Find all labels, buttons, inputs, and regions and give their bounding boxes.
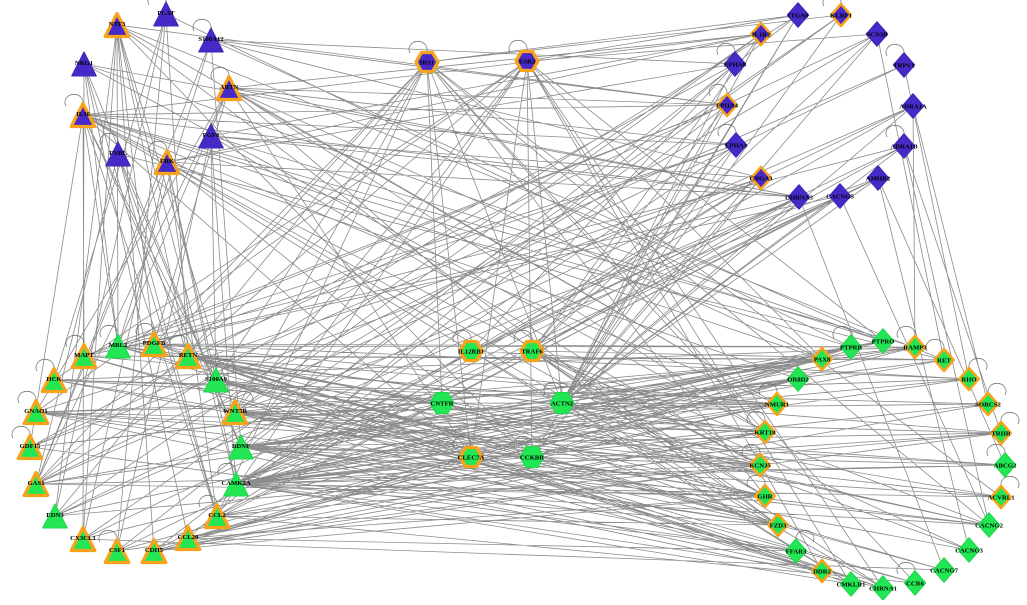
svg-text:PAX8: PAX8	[814, 356, 831, 363]
svg-text:CACNG2: CACNG2	[975, 522, 1004, 529]
svg-text:TRHR: TRHR	[991, 430, 1010, 437]
svg-text:EPHA8: EPHA8	[724, 61, 747, 68]
svg-text:EPHA4: EPHA4	[716, 102, 739, 109]
svg-text:MAPT: MAPT	[74, 352, 94, 359]
svg-text:CNTFR: CNTFR	[430, 400, 453, 407]
svg-text:PLAT: PLAT	[157, 10, 175, 17]
svg-text:CDH5: CDH5	[145, 547, 164, 554]
svg-text:AMHR2: AMHR2	[866, 175, 891, 182]
svg-text:MBL2: MBL2	[109, 342, 128, 349]
svg-text:CNGA3: CNGA3	[749, 175, 773, 182]
svg-text:DDR2: DDR2	[813, 568, 831, 575]
svg-text:NTF3: NTF3	[109, 21, 126, 28]
svg-text:PTPRB: PTPRB	[840, 344, 862, 351]
svg-text:CACNG3: CACNG3	[955, 547, 984, 554]
svg-text:NMUR1: NMUR1	[765, 401, 789, 408]
svg-text:CCL2: CCL2	[208, 512, 226, 519]
svg-text:TRAF6: TRAF6	[521, 348, 543, 355]
svg-text:CX3CL1: CX3CL1	[70, 535, 96, 542]
svg-text:GAS1: GAS1	[27, 480, 44, 487]
svg-text:CLEC7A: CLEC7A	[458, 454, 485, 461]
svg-text:IRS1: IRS1	[420, 59, 435, 66]
svg-text:KRT18: KRT18	[755, 429, 777, 436]
svg-text:CACNG5: CACNG5	[826, 193, 855, 200]
svg-text:ADRA1A: ADRA1A	[899, 103, 927, 110]
svg-text:CACNG7: CACNG7	[930, 567, 959, 574]
svg-text:IL1R2: IL1R2	[752, 31, 771, 38]
svg-text:EDN3: EDN3	[46, 512, 64, 519]
svg-text:ABCG2: ABCG2	[994, 462, 1017, 469]
svg-text:CCKBR: CCKBR	[520, 454, 544, 461]
svg-text:ITGA8: ITGA8	[788, 12, 809, 19]
svg-text:RHO: RHO	[961, 376, 976, 383]
svg-text:CSF1: CSF1	[109, 547, 125, 554]
svg-text:CCR6: CCR6	[906, 580, 924, 587]
svg-text:CMKLR1: CMKLR1	[837, 581, 866, 588]
svg-text:CAMK2A: CAMK2A	[221, 480, 251, 487]
svg-text:RET: RET	[937, 357, 951, 364]
svg-text:ARTN: ARTN	[220, 84, 239, 91]
svg-text:BDNF: BDNF	[232, 443, 250, 450]
svg-text:SCN3B: SCN3B	[866, 31, 888, 38]
svg-text:CHRNA1: CHRNA1	[869, 585, 897, 592]
svg-text:WNT5B: WNT5B	[223, 408, 247, 415]
svg-text:FFAR3: FFAR3	[786, 548, 807, 555]
svg-text:FNBL: FNBL	[109, 150, 127, 157]
svg-text:FRK: FRK	[160, 158, 175, 165]
svg-text:CHRNA3: CHRNA3	[785, 194, 814, 201]
svg-text:NRG1: NRG1	[75, 60, 93, 67]
svg-text:GHR: GHR	[757, 493, 772, 500]
svg-text:PDGFB: PDGFB	[143, 340, 166, 347]
svg-text:EPHA3: EPHA3	[725, 142, 748, 149]
svg-text:S100A12: S100A12	[198, 36, 224, 43]
svg-text:ACVRL1: ACVRL1	[987, 494, 1014, 501]
svg-text:OR8D2: OR8D2	[787, 376, 809, 383]
svg-text:ADRA1B: ADRA1B	[890, 143, 918, 150]
svg-text:FGF6: FGF6	[203, 132, 220, 139]
svg-text:GNAO1: GNAO1	[24, 408, 47, 415]
svg-text:RETN: RETN	[179, 352, 198, 359]
svg-text:GDF15: GDF15	[20, 443, 41, 450]
svg-text:KCNJ5: KCNJ5	[749, 462, 771, 469]
svg-text:IL12RB1: IL12RB1	[458, 348, 484, 355]
svg-text:ESR2: ESR2	[519, 58, 536, 65]
svg-text:ACTN2: ACTN2	[551, 400, 574, 407]
svg-text:HCK: HCK	[46, 376, 62, 383]
svg-text:TRPV1: TRPV1	[893, 62, 915, 69]
svg-text:IL36: IL36	[76, 111, 90, 118]
svg-text:KLRF1: KLRF1	[830, 12, 852, 19]
svg-text:RAMP3: RAMP3	[903, 344, 927, 351]
svg-text:S100A9: S100A9	[205, 376, 228, 383]
svg-text:PTPRO: PTPRO	[872, 338, 895, 345]
svg-text:SORCS2: SORCS2	[975, 401, 1001, 408]
svg-text:FZD3: FZD3	[770, 522, 787, 529]
svg-text:CCL20: CCL20	[178, 534, 199, 541]
